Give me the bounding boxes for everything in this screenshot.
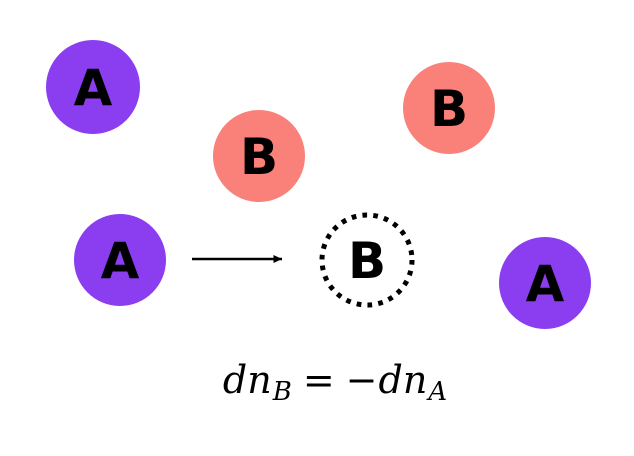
particle-label: B bbox=[348, 232, 386, 290]
equation-rhs-subscript: A bbox=[428, 377, 448, 407]
particle-b-circle bbox=[213, 110, 305, 202]
equation-lhs-main: dn bbox=[222, 358, 272, 402]
equation-lhs-subscript: B bbox=[272, 377, 292, 407]
particle-label: A bbox=[101, 232, 140, 290]
particle-a-circle bbox=[499, 237, 591, 329]
particles-group: A B B A B A bbox=[46, 40, 591, 329]
particle-a-circle bbox=[74, 214, 166, 306]
particle-b-dotted-circle bbox=[319, 212, 415, 308]
minus-sign: − bbox=[345, 358, 378, 402]
particle-label: A bbox=[526, 255, 565, 313]
particle-label: B bbox=[430, 80, 468, 138]
particle-label: A bbox=[74, 59, 113, 117]
particle-b-circle bbox=[403, 62, 495, 154]
equation: dnB=−dnA bbox=[18, 361, 634, 405]
particle-a-circle bbox=[46, 40, 140, 134]
equals-sign: = bbox=[302, 358, 335, 402]
equation-rhs-main: dn bbox=[378, 358, 428, 402]
particle-label: B bbox=[240, 128, 278, 186]
